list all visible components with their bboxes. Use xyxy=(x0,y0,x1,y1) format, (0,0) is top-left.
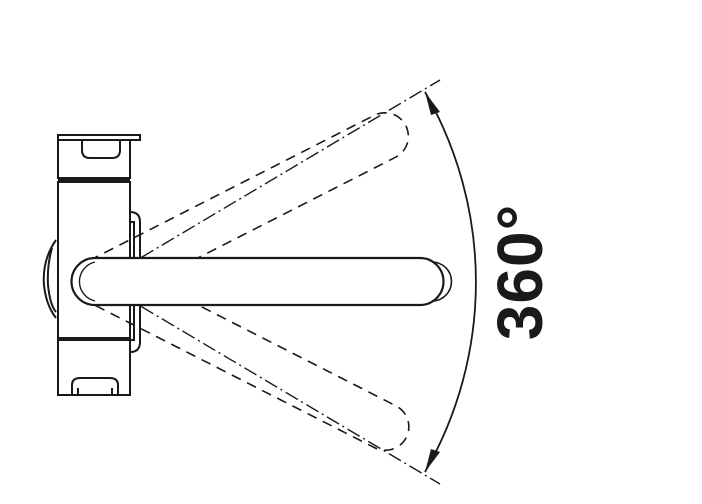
rotation-label: 360° xyxy=(484,203,556,341)
centerlines xyxy=(99,79,441,485)
arrow-head-top-icon xyxy=(425,92,440,115)
spout-ghost-lower xyxy=(89,259,410,452)
spout xyxy=(70,256,453,307)
arrow-head-bottom-icon xyxy=(425,449,440,472)
rotation-arc xyxy=(424,91,477,473)
spout-ghost-upper xyxy=(88,111,410,304)
